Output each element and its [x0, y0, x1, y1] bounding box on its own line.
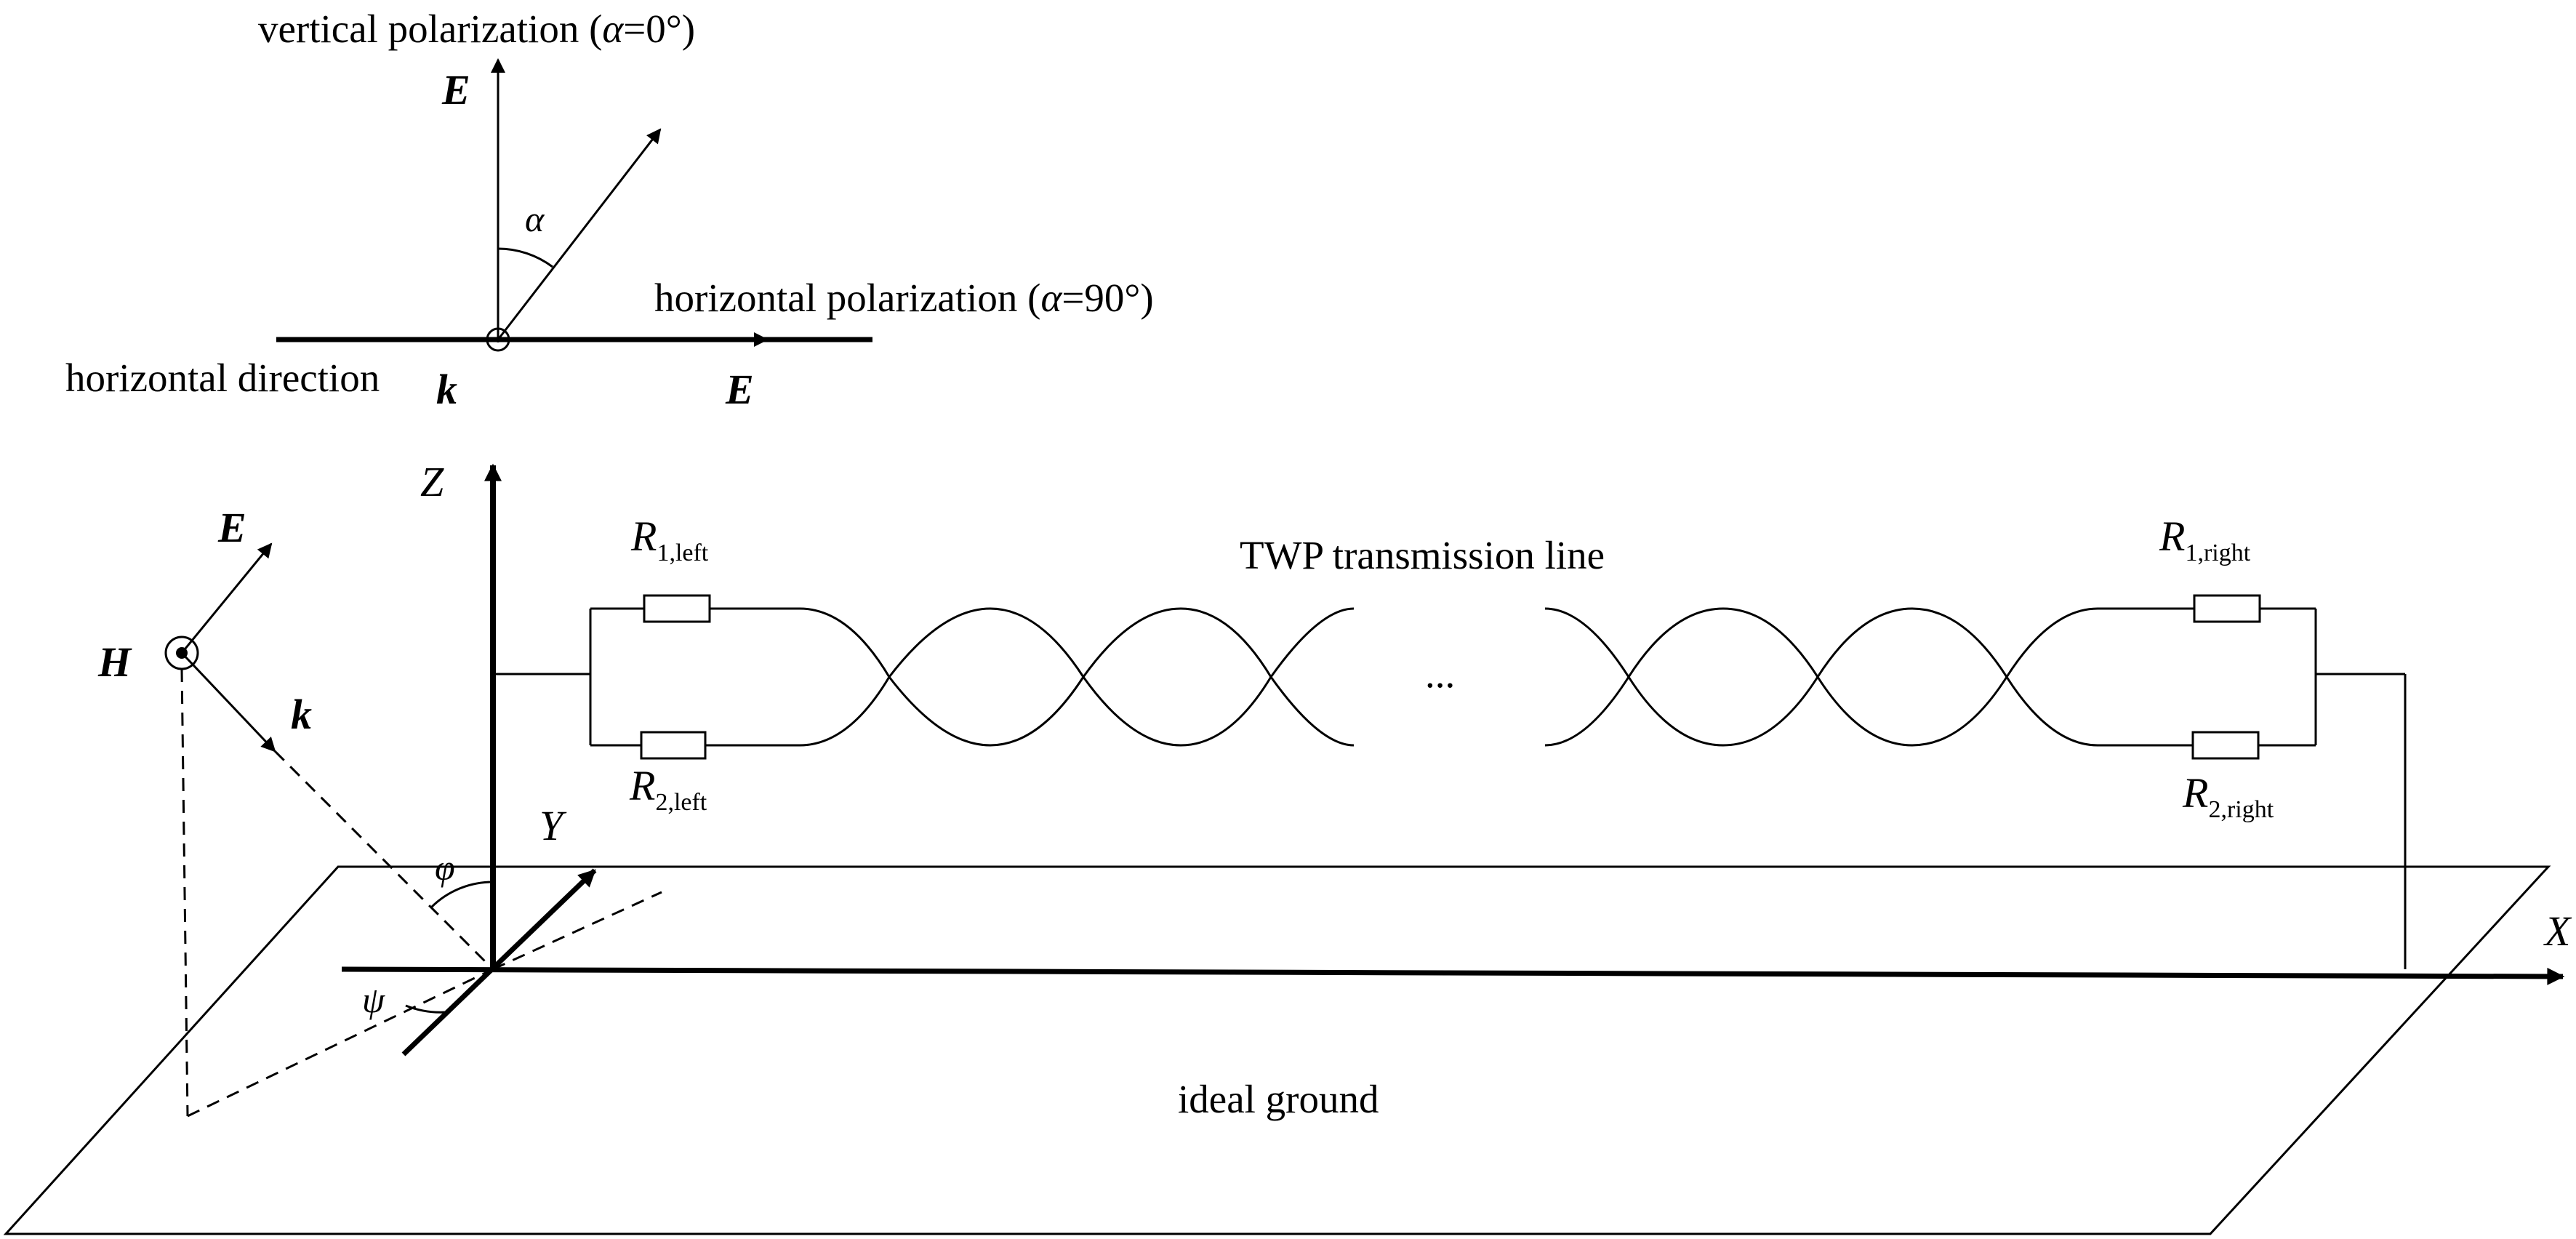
ideal-ground-label: ideal ground: [1178, 1077, 1379, 1121]
r2-left-label: R2,left: [629, 762, 707, 816]
r2-right-label: R2,right: [2182, 769, 2274, 823]
inset-k-label: k: [436, 366, 457, 413]
horizontal-polarization-label: horizontal polarization (α=90°): [654, 276, 1154, 320]
resistor-r2-right: [2191, 731, 2260, 760]
y-extension-dashed-line: [492, 891, 662, 971]
wave-k-arrow: [180, 651, 276, 753]
r1-left-label: R1,left: [630, 513, 709, 566]
inset-k-dot: [495, 337, 501, 342]
y-axis: [401, 868, 597, 1056]
k-projection-dashed-line: [273, 750, 494, 971]
phi-arc: [430, 881, 494, 909]
inset-e-vertical-label: E: [441, 66, 470, 113]
wave-k-label: k: [291, 691, 312, 738]
wave-h-label: H: [97, 638, 132, 686]
phi-label: φ: [435, 847, 455, 888]
incident-wave: E H k φ ψ: [97, 504, 662, 1118]
coordinate-axes: X Y Z: [341, 458, 2572, 1056]
inset-e-horizontal-label: E: [725, 366, 754, 413]
twp-transmission-line: TWP transmission line ... R1,left: [493, 513, 2407, 969]
horizontal-direction-label: horizontal direction: [65, 356, 380, 400]
wave-h-dot: [176, 647, 188, 659]
twp-line-title: TWP transmission line: [1240, 533, 1605, 577]
x-axis: [341, 966, 2565, 985]
wave-e-label: E: [217, 504, 246, 551]
line-ellipsis: ...: [1425, 651, 1455, 696]
z-axis-label: Z: [420, 458, 444, 505]
x-axis-label: X: [2543, 907, 2572, 955]
r1-right-label: R1,right: [2159, 513, 2251, 566]
psi-label: ψ: [362, 979, 385, 1020]
inset-k-circle: [486, 327, 510, 352]
psi-arc: [405, 1004, 447, 1014]
inset-alpha-arc: [497, 247, 553, 268]
polarization-inset: vertical polarization (α=0°) E α horizon…: [65, 7, 1154, 413]
ideal-ground-plane: ideal ground: [3, 865, 2551, 1235]
ground-projection-dashed-line: [187, 968, 494, 1118]
inset-polarization-arrow: [497, 128, 662, 340]
vertical-polarization-label: vertical polarization (α=0°): [258, 7, 695, 51]
resistor-r1-right: [2193, 594, 2261, 623]
y-axis-label: Y: [539, 802, 567, 849]
ground-parallelogram: [3, 865, 2551, 1235]
vertical-drop-dashed-line: [180, 668, 189, 1117]
resistor-r1-left: [643, 594, 711, 623]
wave-e-arrow: [180, 542, 273, 654]
resistor-r2-left: [640, 731, 707, 760]
inset-alpha-label: α: [525, 199, 545, 239]
twisted-wire-b-left: [799, 607, 1355, 747]
twisted-wire-b-right: [1544, 607, 2098, 747]
